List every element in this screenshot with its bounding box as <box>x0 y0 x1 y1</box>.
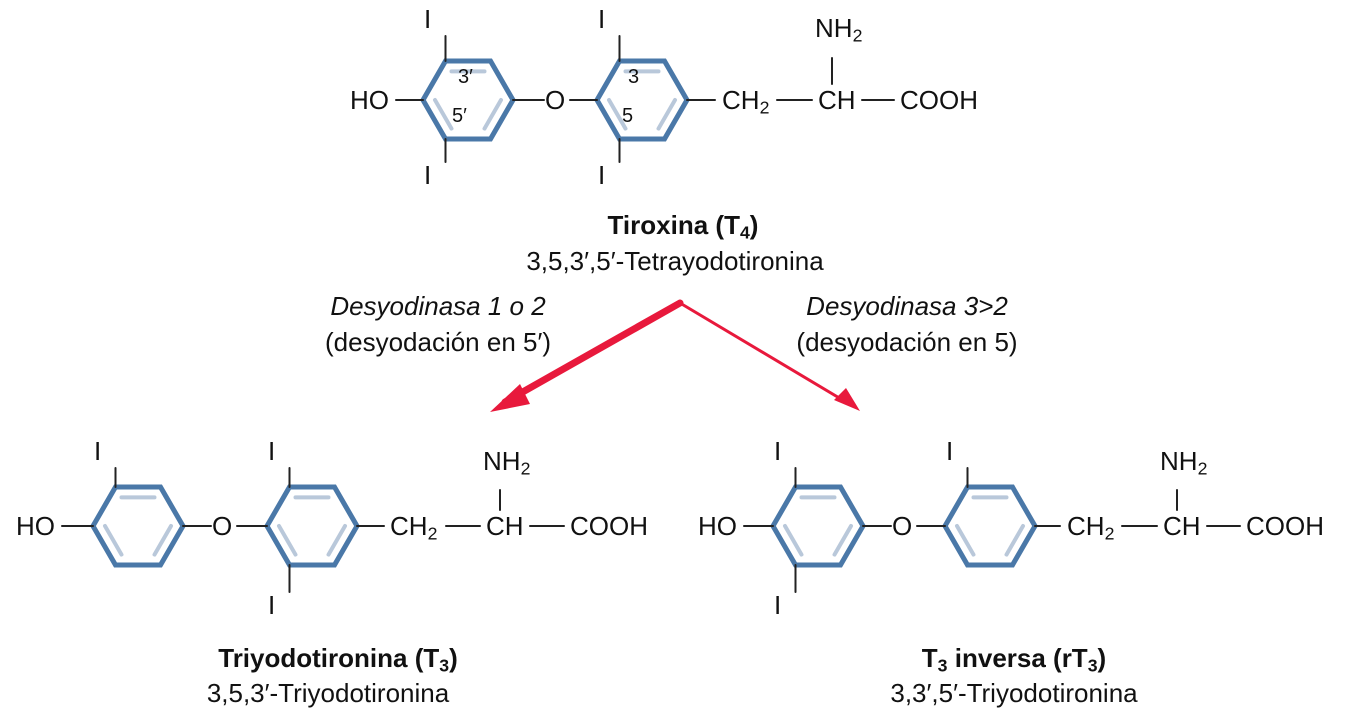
t4-label-5prime: 5′ <box>452 105 467 127</box>
rt3-iodine-3prime: I <box>774 436 782 466</box>
t4-iodine-3: I <box>598 4 606 34</box>
t3-carboxyl: COOH <box>570 511 648 541</box>
enzyme-left-name: Desyodinasa 1 o 2 <box>330 291 546 321</box>
rt3-iodine-3: I <box>946 436 954 466</box>
t4-ch2: CH2 <box>722 85 770 118</box>
t3-ch2: CH2 <box>390 511 438 544</box>
t3-ether-oxygen: O <box>212 511 233 541</box>
t4-ether-oxygen: O <box>545 85 566 115</box>
enzyme-left-detail: (desyodación en 5′) <box>324 327 552 357</box>
rt3-ring-outer-double-bond-1 <box>783 524 804 557</box>
enzyme-right-detail: (desyodación en 5) <box>796 327 1018 357</box>
rt3-iodine-5prime: I <box>774 590 782 620</box>
rt3-ch: CH <box>1163 511 1201 541</box>
t4-hydroxyl: HO <box>350 85 389 115</box>
t4-ring-outer-double-bond-0 <box>482 98 503 131</box>
t4-ch: CH <box>818 85 856 115</box>
rt3-ring-inner-double-bond-0 <box>1004 524 1025 557</box>
t3-amine: NH2 <box>483 446 531 479</box>
t3-iodine-5: I <box>268 590 276 620</box>
t4-ring-outer-double-bond-1 <box>433 98 454 131</box>
t4-name: Tiroxina (T4) <box>607 210 759 243</box>
t4-iodine-5: I <box>598 160 606 190</box>
t3-ring-outer-double-bond-1 <box>103 524 124 557</box>
t3-name: Triyodotironina (T3) <box>218 643 458 676</box>
rt3-subtitle: 3,3′,5′-Triyodotironina <box>890 678 1138 708</box>
rt3-amine: NH2 <box>1160 446 1208 479</box>
t4-label-3prime: 3′ <box>458 66 473 88</box>
arrow-left-head <box>490 384 530 412</box>
t4-label-3: 3 <box>628 66 640 88</box>
t3-ch: CH <box>486 511 524 541</box>
t3-hydroxyl: HO <box>16 511 55 541</box>
arrow-right-shaft <box>678 301 848 404</box>
t3-ring-outer-double-bond-0 <box>152 524 173 557</box>
t3-ring-inner-double-bond-1 <box>277 524 298 557</box>
t3-subtitle: 3,5,3′-Triyodotironina <box>206 678 450 708</box>
rt3-ch2: CH2 <box>1067 511 1115 544</box>
t4-subtitle: 3,5,3′,5′-Tetrayodotironina <box>526 246 824 276</box>
rt3-hydroxyl: HO <box>698 511 737 541</box>
rt3-ring-inner-double-bond-1 <box>955 524 976 557</box>
rt3-ether-oxygen: O <box>892 511 913 541</box>
t3-iodine-3prime: I <box>94 436 102 466</box>
arrow-right-head <box>834 388 860 411</box>
rt3-name: T3 inversa (rT3) <box>921 643 1107 676</box>
rt3-ring-outer-double-bond-0 <box>832 524 853 557</box>
enzyme-right-name: Desyodinasa 3>2 <box>806 291 1008 321</box>
t4-iodine-3prime: I <box>424 4 432 34</box>
arrow-left-shaft <box>501 299 684 406</box>
t4-amine: NH2 <box>815 13 863 46</box>
t4-carboxyl: COOH <box>900 85 978 115</box>
rt3-carboxyl: COOH <box>1246 511 1324 541</box>
t4-ring-inner-double-bond-0 <box>656 98 677 131</box>
t3-iodine-3: I <box>268 436 276 466</box>
t4-iodine-5prime: I <box>424 160 432 190</box>
t4-label-5: 5 <box>622 105 634 127</box>
t4-ring-inner-double-bond-1 <box>607 98 628 131</box>
t3-ring-inner-double-bond-0 <box>326 524 347 557</box>
